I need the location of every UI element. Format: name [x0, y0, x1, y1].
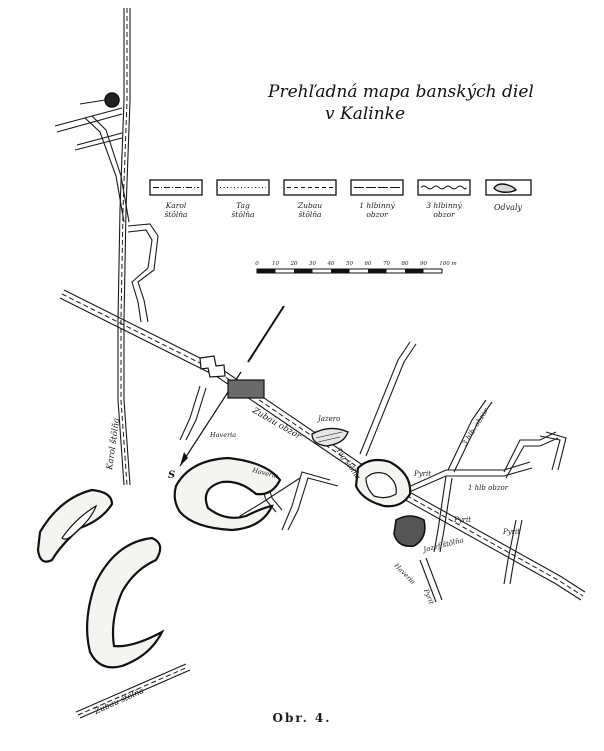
karol-stolna-tunnel: [117, 8, 131, 486]
scale-bar: 0 10 20 30 40 50 60 70 80 90 100 m: [255, 261, 457, 274]
scale-tick-80: 80: [402, 261, 409, 267]
scale-tick-20: 20: [290, 261, 298, 267]
label-karol-stolna: Karol štôlňa: [104, 417, 122, 471]
legend-item-obzor1: 1 hlbinný obzor: [350, 179, 404, 219]
jazero-lake: [311, 427, 349, 447]
legend-label-karol-1: Karol: [165, 201, 187, 210]
zubau-stolna-tunnel: [75, 663, 191, 719]
legend-label-obzor3-2: obzor: [433, 210, 455, 219]
map-title-line1: Prehľadná mapa banských diel: [267, 82, 534, 102]
legend-label-obzor1-2: obzor: [366, 210, 388, 219]
legend-label-obzor3-1: 3 hlbinný: [426, 201, 462, 210]
western-cavity-1: [36, 488, 114, 563]
label-pyrit-4: Pyrit: [422, 587, 436, 606]
legend-label-karol-2: štôlňa: [164, 210, 187, 219]
label-pyrit-1: Pyrit: [413, 470, 431, 478]
buildings: [199, 355, 265, 399]
legend-label-zubau-2: štôlňa: [298, 210, 321, 219]
label-3-hlb-obzor: 3 hlb. obzor: [461, 406, 491, 447]
legend-item-zubau: Zubau štôlňa: [283, 179, 337, 219]
right-workings: [359, 341, 567, 603]
label-pyrit-3: Pyrit: [502, 528, 520, 536]
western-cavity-2: [86, 536, 165, 669]
legend-label-zubau-1: Zubau: [297, 201, 322, 210]
legend-label-obzor1-1: 1 hlbinný: [359, 201, 395, 210]
scale-tick-10: 10: [272, 261, 279, 267]
scale-tick-70: 70: [383, 261, 390, 267]
scale-tick-0: 0: [255, 261, 259, 267]
upper-workings: [54, 92, 159, 323]
map-title-line2: v Kalinke: [325, 104, 405, 124]
label-haveria-3: Haveria: [392, 561, 417, 586]
legend-item-obzor3: 3 hlbinný obzor: [417, 179, 471, 219]
scale-tick-30: 30: [309, 261, 316, 267]
label-zubau-obzor: Zubau obzor: [250, 405, 304, 442]
scale-tick-90: 90: [420, 261, 427, 267]
label-jazero: Jazero: [316, 415, 340, 423]
label-pyrit-2: Pyrit: [453, 516, 471, 524]
legend: Karol štôlňa Tag štôlňa Zubau štôlňa 1 h…: [149, 179, 532, 219]
label-tag-stolna: Tag štôlňa: [334, 447, 362, 482]
legend-label-tag-1: Tag: [236, 201, 250, 210]
legend-label-odvaly: Odvaly: [494, 203, 523, 212]
scale-tick-50: 50: [346, 261, 353, 267]
legend-item-odvaly: Odvaly: [485, 179, 532, 212]
legend-item-tag: Tag štôlňa: [216, 179, 270, 219]
legend-item-karol: Karol štôlňa: [149, 179, 203, 219]
scale-tick-40: 40: [327, 261, 335, 267]
scale-tick-60: 60: [365, 261, 372, 267]
central-cavities: [354, 458, 426, 548]
figure-caption: Obr. 4.: [272, 711, 332, 725]
legend-label-tag-2: štôlňa: [231, 210, 254, 219]
haveria-cavity: [173, 456, 282, 532]
label-haveria-1: Haveria: [209, 431, 236, 439]
north-arrow: S: [168, 305, 285, 481]
label-1-hlb-obzor: 1 hlb obzor: [468, 484, 509, 492]
north-label: S: [168, 470, 175, 481]
scale-tick-100: 100 m: [439, 261, 456, 267]
